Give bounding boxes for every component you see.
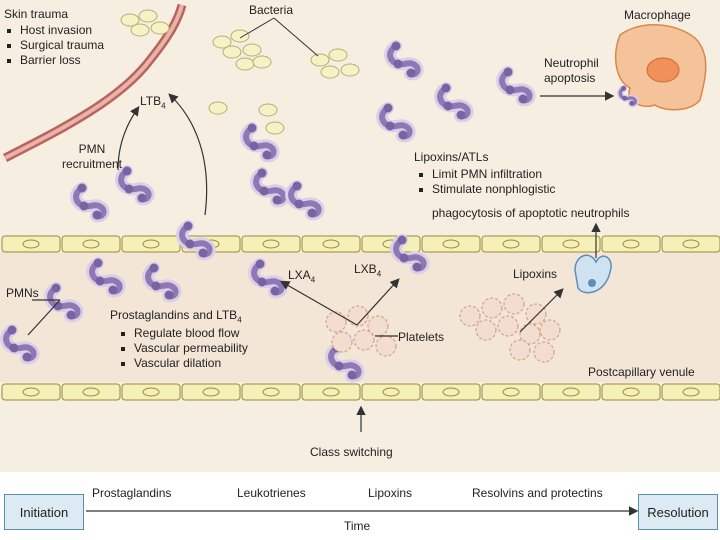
endothelial-nucleus (322, 239, 340, 249)
endothelial-cell (181, 383, 241, 401)
phase-prostaglandins: Prostaglandins (92, 486, 172, 500)
time-axis-label: Time (344, 519, 371, 533)
list-item: Surgical trauma (4, 38, 104, 53)
endothelial-cell (301, 235, 361, 253)
endothelial-nucleus (622, 239, 640, 249)
skin-trauma-title: Skin trauma (4, 7, 69, 21)
endothelial-cell (301, 383, 361, 401)
pmns-label: PMNs (6, 286, 39, 300)
endothelial-nucleus (682, 239, 700, 249)
lipoxins-atls-list-continuation: phagocytosis of apoptotic neutrophils (432, 206, 630, 220)
endothelial-cell (661, 383, 720, 401)
endothelial-nucleus (82, 387, 100, 397)
lxb4-label: LXB4 (354, 262, 382, 279)
platelets-label: Platelets (398, 330, 445, 344)
lipoxins-atls-title: Lipoxins/ATLs (414, 150, 489, 164)
endothelial-nucleus (22, 239, 40, 249)
lxa4-label: LXA4 (288, 268, 316, 285)
endothelial-nucleus (142, 387, 160, 397)
list-item: Regulate blood flow (118, 326, 248, 341)
endothelial-nucleus (262, 239, 280, 249)
prostaglandins-ltb4-title: Prostaglandins and LTB4 (110, 308, 242, 325)
neutrophil-apoptosis-label: Neutrophil apoptosis (544, 56, 599, 85)
endothelial-cell (121, 383, 181, 401)
phase-resolvins-protectins: Resolvins and protectins (472, 486, 603, 500)
postcapillary-venule-label: Postcapillary venule (588, 365, 695, 379)
endothelial-cell (241, 235, 301, 253)
endothelial-nucleus (502, 387, 520, 397)
list-item: Host invasion (4, 23, 104, 38)
endothelial-cell (361, 383, 421, 401)
endothelial-nucleus (142, 239, 160, 249)
endothelial-nucleus (502, 239, 520, 249)
phase-lipoxins: Lipoxins (368, 486, 413, 500)
endothelial-cell (1, 235, 61, 253)
pathway-arrows (27, 91, 615, 432)
lipoxins-label: Lipoxins (513, 267, 558, 281)
endothelial-nucleus (562, 387, 580, 397)
endothelial-cell (541, 383, 601, 401)
endothelial-cell (541, 235, 601, 253)
endothelial-cell (601, 383, 661, 401)
endothelial-nucleus (262, 387, 280, 397)
macrophage-label: Macrophage (624, 8, 691, 22)
lipoxins-atls-list: Limit PMN infiltration Stimulate nonphlo… (416, 167, 555, 197)
bacteria-label: Bacteria (249, 3, 294, 17)
list-item: Barrier loss (4, 53, 104, 68)
pmn-recruitment-label: PMN recruitment (62, 142, 123, 171)
macrophage-nucleus (646, 57, 680, 83)
endothelial-cell (121, 235, 181, 253)
endothelial-cell (601, 235, 661, 253)
resolution-box: Resolution (638, 494, 718, 530)
endothelial-nucleus (202, 387, 220, 397)
endothelial-nucleus (622, 387, 640, 397)
endothelial-nucleus (382, 387, 400, 397)
list-item: Vascular permeability (118, 341, 248, 356)
list-item: Vascular dilation (118, 356, 248, 371)
endothelial-cell (61, 383, 121, 401)
endothelial-cell (421, 235, 481, 253)
endothelial-nucleus (682, 387, 700, 397)
ltb4-top-label: LTB4 (140, 94, 166, 111)
bacteria-pointer (239, 17, 275, 39)
endothelial-nucleus (562, 239, 580, 249)
class-switching-label: Class switching (310, 445, 393, 459)
endothelial-cell (61, 235, 121, 253)
endothelial-cell (661, 235, 720, 253)
initiation-box: Initiation (4, 494, 84, 530)
endothelial-cell (481, 383, 541, 401)
phase-leukotrienes: Leukotrienes (237, 486, 306, 500)
list-item: Limit PMN infiltration (416, 167, 555, 182)
endothelial-cell (1, 383, 61, 401)
endothelium-lower (1, 383, 720, 401)
list-item: Stimulate nonphlogistic (416, 182, 555, 197)
endothelial-nucleus (82, 239, 100, 249)
endothelial-nucleus (322, 387, 340, 397)
bacteria-cluster (120, 9, 360, 135)
endothelial-nucleus (442, 239, 460, 249)
endothelial-nucleus (442, 387, 460, 397)
endothelial-cell (421, 383, 481, 401)
endothelial-cell (241, 383, 301, 401)
endothelial-nucleus (22, 387, 40, 397)
endothelial-cell (481, 235, 541, 253)
lipoxin-source-cell (574, 254, 612, 294)
